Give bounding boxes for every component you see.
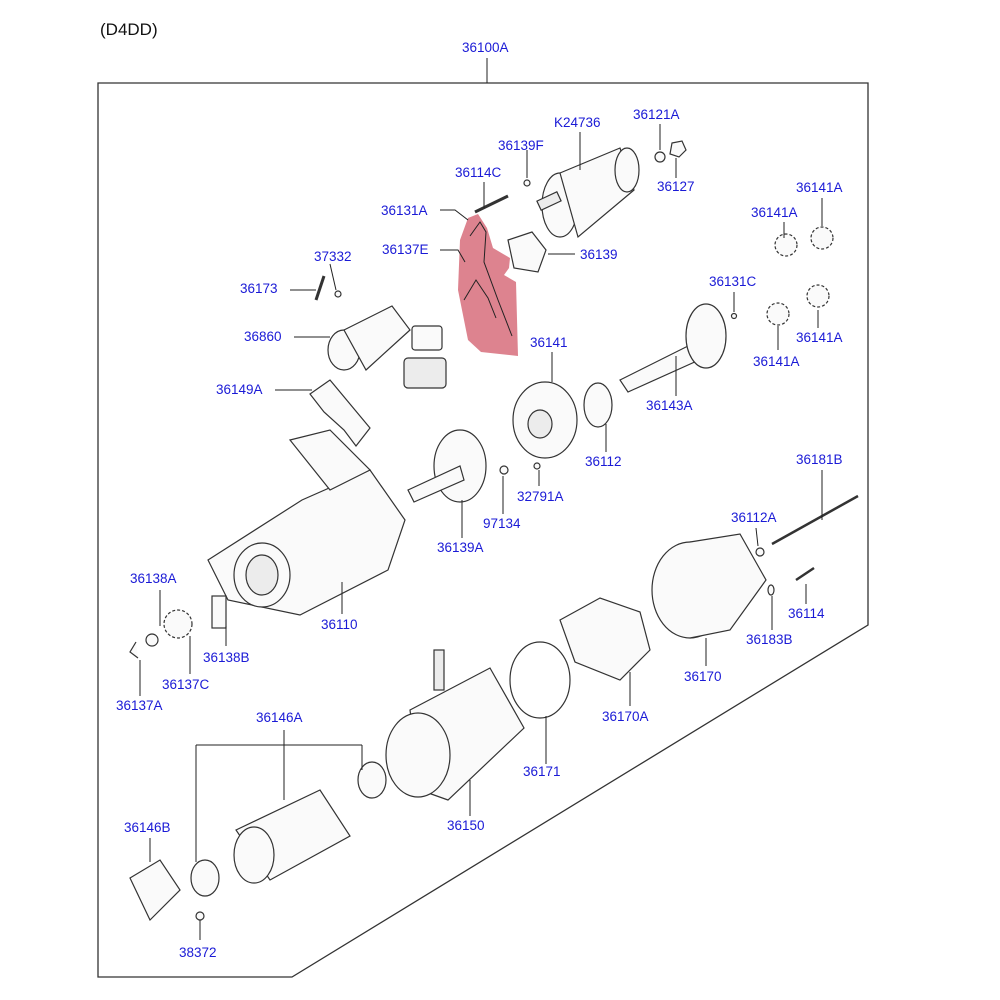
ring-32791A[interactable] (533, 462, 541, 470)
label-36146B[interactable]: 36146B (124, 820, 171, 835)
label-32791A[interactable]: 32791A (517, 489, 564, 504)
label-36141A-1[interactable]: 36141A (796, 180, 843, 195)
label-36173[interactable]: 36173 (240, 281, 278, 296)
label-36183B[interactable]: 36183B (746, 632, 793, 647)
shift-lever-highlight[interactable] (458, 214, 518, 356)
washer-36121A[interactable] (654, 151, 666, 163)
label-36141A-2[interactable]: 36141A (751, 205, 798, 220)
label-36112A[interactable]: 36112A (731, 510, 777, 525)
leader-lines (139, 124, 823, 940)
idler-gear-2[interactable] (774, 233, 798, 257)
plunger-36139[interactable] (507, 231, 547, 273)
gasket-36112[interactable] (583, 382, 613, 428)
label-36131C[interactable]: 36131C (709, 274, 757, 289)
magnetic-switch-36860[interactable] (327, 305, 447, 389)
label-36137C[interactable]: 36137C (162, 677, 210, 692)
label-36146A[interactable]: 36146A (256, 710, 303, 725)
diagram-title: (D4DD) (100, 20, 158, 39)
idler-gear-1[interactable] (810, 226, 834, 250)
washer-36139F[interactable] (523, 179, 531, 187)
label-36112[interactable]: 36112 (585, 454, 622, 469)
snap-ring-36137A[interactable] (129, 641, 139, 659)
label-36141A-4[interactable]: 36141A (753, 354, 800, 369)
label-36139[interactable]: 36139 (580, 247, 618, 262)
label-38372[interactable]: 38372 (179, 945, 217, 960)
label-36127[interactable]: 36127 (657, 179, 695, 194)
label-36860[interactable]: 36860 (244, 329, 282, 344)
overrunning-clutch-36139A[interactable] (407, 429, 487, 503)
washer-38372[interactable] (195, 911, 205, 921)
screw-36114C[interactable] (474, 194, 509, 214)
yoke-assembly-36150[interactable] (385, 649, 525, 801)
bearing-front[interactable] (190, 859, 220, 897)
bearing-rear[interactable] (357, 761, 387, 799)
label-36114[interactable]: 36114 (788, 606, 825, 621)
planetary-shaft-36143A[interactable] (619, 303, 727, 393)
rear-cover-36170[interactable] (651, 533, 767, 639)
label-36171[interactable]: 36171 (523, 764, 561, 779)
cover-36146B[interactable] (129, 859, 181, 922)
label-36141[interactable]: 36141 (530, 335, 568, 350)
shift-lever-outline (463, 221, 513, 337)
armature-36146A[interactable] (233, 789, 351, 884)
nut-36127[interactable] (669, 140, 687, 158)
solenoid-switch[interactable] (536, 147, 640, 239)
stopper-36137C[interactable] (145, 633, 159, 647)
washer-36112A[interactable] (755, 547, 765, 557)
label-36150[interactable]: 36150 (447, 818, 485, 833)
internal-gear-36141[interactable] (512, 381, 578, 459)
front-housing-36110[interactable] (207, 429, 406, 616)
label-36138A[interactable]: 36138A (130, 571, 177, 586)
bracket-36149A[interactable] (309, 379, 371, 447)
washer-36183B[interactable] (767, 584, 775, 596)
part-labels: 36100A K24736 36121A 36139F 36127 36114C… (116, 40, 843, 960)
assembly-frame (97, 82, 869, 978)
brush-holder-36170A[interactable] (559, 597, 651, 681)
label-K24736[interactable]: K24736 (554, 115, 601, 130)
label-36100A[interactable]: 36100A (462, 40, 509, 55)
idler-gear-4[interactable] (766, 302, 790, 326)
label-36131A[interactable]: 36131A (381, 203, 428, 218)
label-36110[interactable]: 36110 (321, 617, 358, 632)
label-36170[interactable]: 36170 (684, 669, 722, 684)
spring-36138B[interactable] (211, 595, 227, 629)
ball-36131C[interactable] (730, 312, 738, 320)
idler-gear-3[interactable] (806, 284, 830, 308)
label-37332[interactable]: 37332 (314, 249, 352, 264)
label-36121A[interactable]: 36121A (633, 107, 680, 122)
label-36139A[interactable]: 36139A (437, 540, 484, 555)
gasket-36171[interactable] (509, 641, 571, 719)
label-36149A[interactable]: 36149A (216, 382, 263, 397)
label-36141A-3[interactable]: 36141A (796, 330, 843, 345)
bolt-36173[interactable] (314, 275, 326, 301)
pinion-gear-36138A[interactable] (163, 609, 193, 639)
label-36139F[interactable]: 36139F (498, 138, 544, 153)
label-36181B[interactable]: 36181B (796, 452, 843, 467)
label-36143A[interactable]: 36143A (646, 398, 693, 413)
label-36170A[interactable]: 36170A (602, 709, 649, 724)
through-bolt-36181B[interactable] (771, 494, 859, 546)
label-36138B[interactable]: 36138B (203, 650, 250, 665)
label-97134[interactable]: 97134 (483, 516, 521, 531)
label-36137E[interactable]: 36137E (382, 242, 429, 257)
label-36137A[interactable]: 36137A (116, 698, 163, 713)
screw-37332[interactable] (334, 290, 342, 298)
washer-97134[interactable] (499, 465, 509, 475)
label-36114C[interactable]: 36114C (455, 165, 502, 180)
screw-36114[interactable] (795, 566, 815, 582)
